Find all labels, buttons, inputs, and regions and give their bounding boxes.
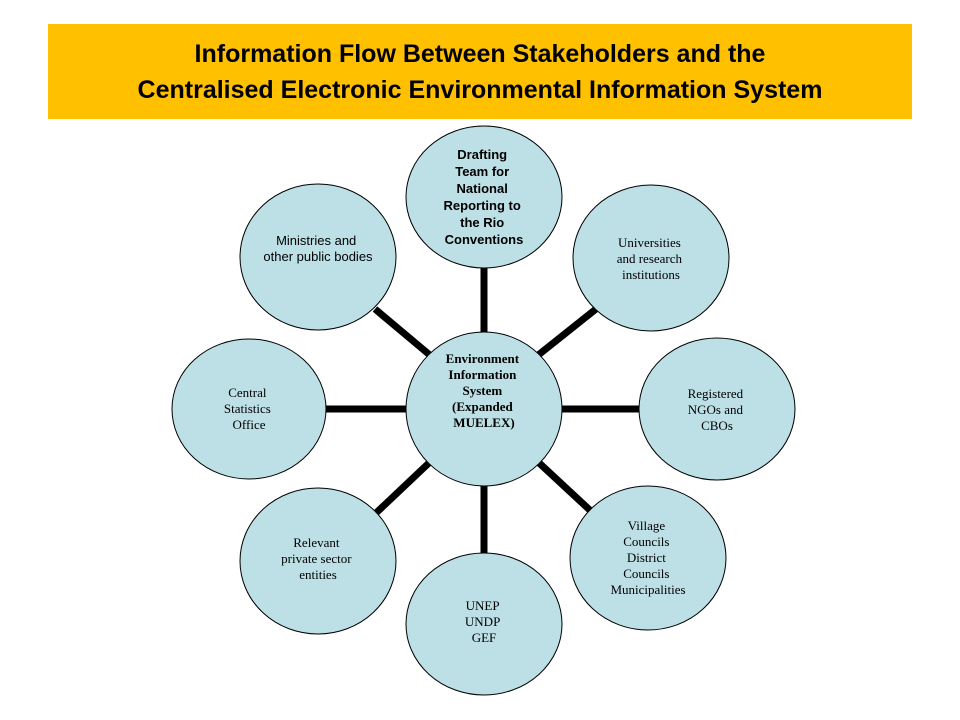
node-hub-label: Environment Information System (Expanded… bbox=[446, 351, 523, 430]
node-village-councils-line: District bbox=[627, 550, 666, 565]
node-village-councils: Village Councils District Councils Munic… bbox=[569, 485, 727, 631]
node-unep-label: UNEP UNDP GEF bbox=[465, 598, 503, 645]
title-line-1: Information Flow Between Stakeholders an… bbox=[194, 39, 766, 68]
node-universities-line: Universities bbox=[618, 235, 681, 250]
connector-ministries bbox=[372, 306, 434, 359]
node-private-sector-shape bbox=[239, 487, 397, 635]
node-private-sector-line: private sector bbox=[281, 551, 352, 566]
node-private-sector-label: Relevant private sector entities bbox=[281, 535, 355, 582]
node-drafting-team-line: National bbox=[457, 181, 508, 196]
node-unep: UNEP UNDP GEF bbox=[405, 552, 563, 696]
title-banner: Information Flow Between Stakeholders an… bbox=[48, 24, 912, 119]
node-hub-line: Information bbox=[448, 367, 517, 382]
node-hub-line: System bbox=[463, 383, 503, 398]
node-hub-line: MUELEX) bbox=[453, 415, 514, 430]
node-universities-label: Universities and research institutions bbox=[617, 235, 686, 282]
node-drafting-team: Drafting Team for National Reporting to … bbox=[405, 125, 563, 269]
page-title: Information Flow Between Stakeholders an… bbox=[138, 36, 823, 108]
node-drafting-team-line: Team for bbox=[455, 164, 509, 179]
node-unep-line: UNEP bbox=[466, 598, 500, 613]
node-village-councils-line: Municipalities bbox=[610, 582, 685, 597]
node-unep-line: UNDP bbox=[465, 614, 500, 629]
node-ngos-line: NGOs and bbox=[688, 402, 744, 417]
node-statistics-office-line: Statistics bbox=[224, 401, 271, 416]
node-hub: Environment Information System (Expanded… bbox=[405, 331, 563, 487]
node-universities-shape bbox=[572, 184, 730, 332]
node-private-sector: Relevant private sector entities bbox=[239, 487, 397, 635]
node-village-councils-label: Village Councils District Councils Munic… bbox=[610, 518, 685, 597]
node-drafting-team-label: Drafting Team for National Reporting to … bbox=[444, 147, 525, 247]
node-statistics-office-label: Central Statistics Office bbox=[224, 385, 274, 432]
node-village-councils-line: Councils bbox=[623, 566, 669, 581]
node-ministries-shape bbox=[239, 183, 397, 331]
node-drafting-team-line: Drafting bbox=[457, 147, 507, 162]
node-drafting-team-shape bbox=[405, 125, 563, 269]
connector-private-sector bbox=[373, 458, 434, 516]
node-village-councils-shape bbox=[569, 485, 727, 631]
node-village-councils-line: Councils bbox=[623, 534, 669, 549]
node-village-councils-line: Village bbox=[628, 518, 666, 533]
node-ngos-line: CBOs bbox=[701, 418, 733, 433]
node-drafting-team-line: the Rio bbox=[460, 215, 504, 230]
node-hub-line: Environment bbox=[446, 351, 520, 366]
node-ministries-line: other public bodies bbox=[263, 249, 373, 264]
node-unep-line: GEF bbox=[472, 630, 497, 645]
node-drafting-team-line: Reporting to bbox=[444, 198, 521, 213]
node-statistics-office: Central Statistics Office bbox=[171, 338, 327, 480]
node-statistics-office-line: Central bbox=[228, 385, 267, 400]
node-universities-line: and research bbox=[617, 251, 683, 266]
title-line-2: Centralised Electronic Environmental Inf… bbox=[137, 75, 823, 104]
connectors bbox=[326, 268, 639, 553]
node-ministries-label: Ministries and other public bodies bbox=[263, 233, 373, 264]
connector-universities bbox=[534, 306, 599, 359]
node-private-sector-line: Relevant bbox=[293, 535, 340, 550]
node-statistics-office-shape bbox=[171, 338, 327, 480]
node-drafting-team-line: Conventions bbox=[445, 232, 524, 247]
node-ministries-line: Ministries and bbox=[276, 233, 356, 248]
node-ministries: Ministries and other public bodies bbox=[239, 183, 397, 331]
node-ngos-line: Registered bbox=[688, 386, 744, 401]
node-unep-shape bbox=[405, 552, 563, 696]
node-ngos-label: Registered NGOs and CBOs bbox=[688, 386, 747, 433]
node-ngos: Registered NGOs and CBOs bbox=[638, 337, 796, 481]
node-universities-line: institutions bbox=[622, 267, 680, 282]
node-hub-line: (Expanded bbox=[452, 399, 513, 414]
node-ngos-shape bbox=[638, 337, 796, 481]
node-universities: Universities and research institutions bbox=[572, 184, 730, 332]
connector-village-councils bbox=[534, 458, 596, 516]
node-hub-shape bbox=[405, 331, 563, 487]
node-private-sector-line: entities bbox=[299, 567, 337, 582]
node-statistics-office-line: Office bbox=[233, 417, 266, 432]
